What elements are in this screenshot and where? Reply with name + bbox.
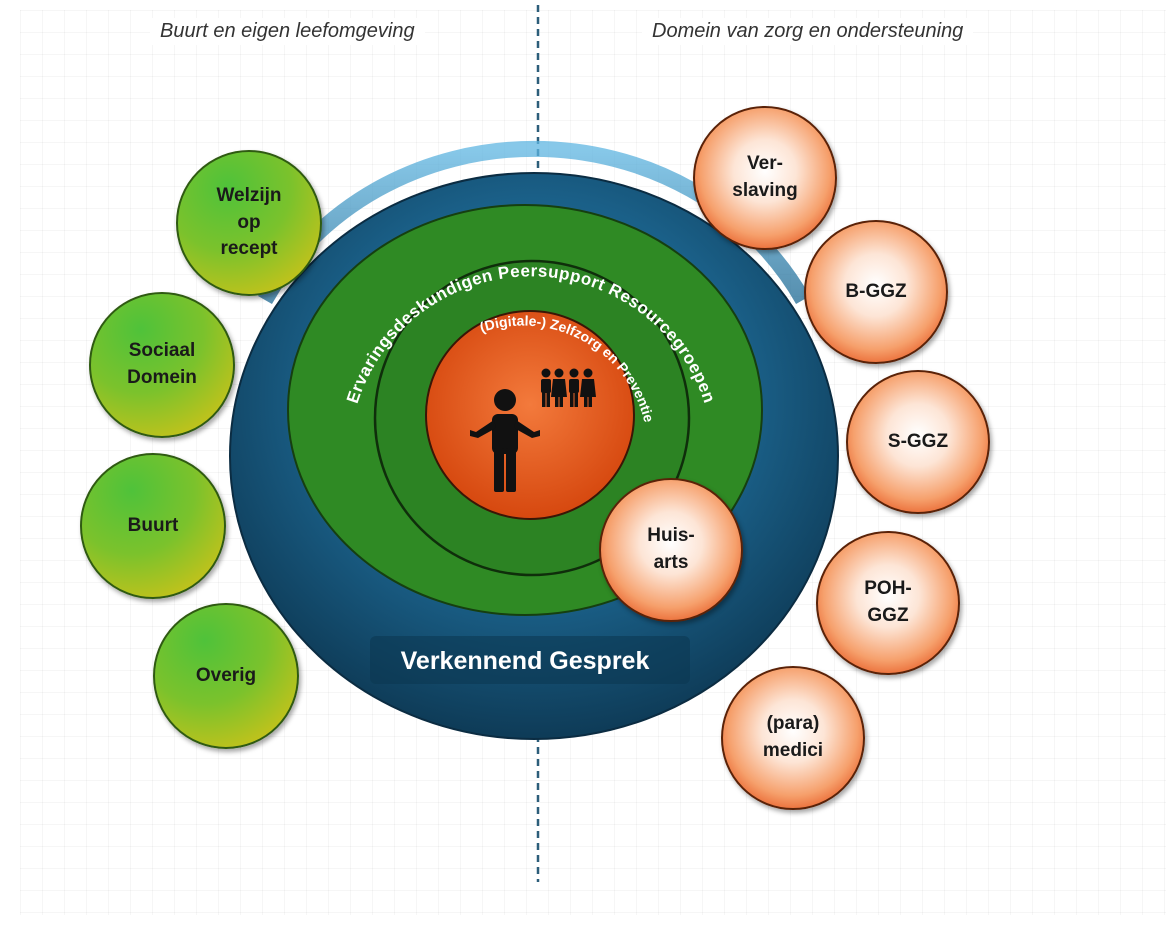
- circle-label: (para) medici: [762, 713, 824, 761]
- heading-right: Domein van zorg en ondersteuning: [642, 18, 974, 45]
- outer-label-glow: [370, 636, 690, 684]
- circle-buurt: Buurt: [80, 453, 226, 599]
- circle-para-medici: (para) medici: [721, 666, 865, 810]
- outer-ring-label: Verkennend Gesprek: [401, 647, 650, 675]
- circle-poh-ggz: POH- GGZ: [816, 531, 960, 675]
- circle-s-ggz: S-GGZ: [846, 370, 990, 514]
- circle-huisarts: Huis- arts: [599, 478, 743, 622]
- circle-label: Huis- arts: [647, 525, 695, 573]
- circle-label: Welzijn op recept: [216, 185, 282, 260]
- person-shrug-icon: [470, 389, 540, 492]
- circle-label: S-GGZ: [887, 430, 949, 452]
- center-circle: [425, 310, 635, 520]
- circle-label: POH- GGZ: [864, 578, 912, 626]
- circle-sociaal-domein: Sociaal Domein: [89, 292, 235, 438]
- circle-label: Ver- slaving: [732, 153, 798, 201]
- group-people-icon: [541, 368, 596, 407]
- circle-overig: Overig: [153, 603, 299, 749]
- circle-label: B-GGZ: [845, 280, 907, 302]
- circle-welzijn-op-recept: Welzijn op recept: [176, 150, 322, 296]
- circle-label: Sociaal Domein: [127, 340, 197, 388]
- circle-verslaving: Ver- slaving: [693, 106, 837, 250]
- circle-label: Overig: [195, 664, 257, 686]
- circle-label: Buurt: [127, 514, 179, 536]
- circle-b-ggz: B-GGZ: [804, 220, 948, 364]
- heading-left: Buurt en eigen leefomgeving: [150, 18, 425, 45]
